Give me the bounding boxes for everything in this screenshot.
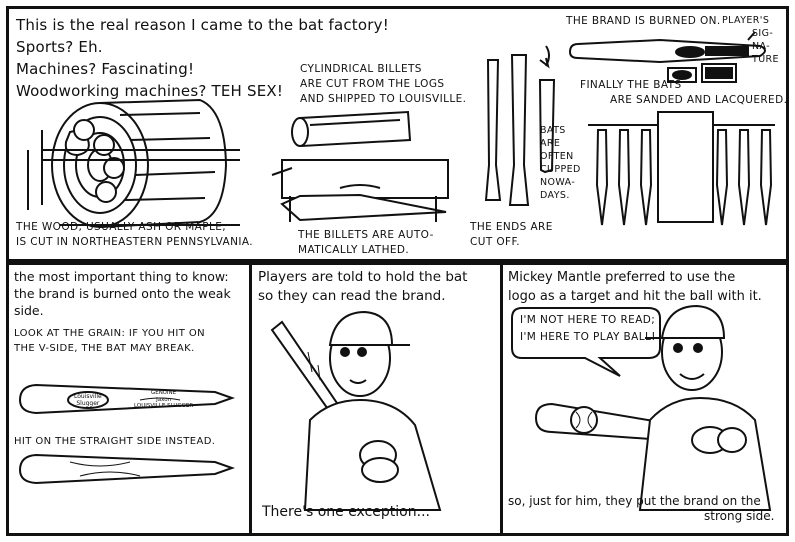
- caption-line: AND SHIPPED TO LOUISVILLE.: [300, 93, 467, 105]
- caption-line: MATICALLY LATHED.: [298, 244, 410, 256]
- caption-line: CYLINDRICAL BILLETS: [300, 63, 422, 75]
- caption-line: ARE CUT FROM THE LOGS: [300, 78, 445, 90]
- speech-line: I'M NOT HERE TO READ;: [520, 314, 656, 326]
- intro-line: logo as a target and hit the ball with i…: [508, 289, 762, 304]
- caption-line: THE V-SIDE, THE BAT MAY BREAK.: [14, 343, 195, 354]
- caption-line: ARE SANDED AND LACQUERED.: [610, 94, 788, 106]
- mantle-text: Mickey Mantle preferred to use the logo …: [508, 268, 762, 306]
- caption-line: THE BILLETS ARE AUTO-: [298, 229, 434, 241]
- intro-line: Mickey Mantle preferred to use the: [508, 270, 736, 285]
- players-told-text: Players are told to hold the bat so they…: [258, 268, 467, 306]
- caption-line: FINALLY THE BATS: [580, 79, 682, 91]
- caption-line: BATS: [540, 125, 566, 136]
- raw-bats-drawing: [484, 45, 556, 206]
- ends-caption: THE ENDS ARE CUT OFF.: [470, 220, 553, 250]
- weak-side-text: the most important thing to know: the br…: [14, 268, 231, 319]
- grain-caption: LOOK AT THE GRAIN: IF YOU HIT ON THE V-S…: [14, 326, 205, 356]
- strong-side-text: so, just for him, they put the brand on …: [508, 494, 774, 524]
- lathe-caption: THE BILLETS ARE AUTO- MATICALLY LATHED.: [298, 228, 434, 258]
- intro-line: so they can read the brand.: [258, 288, 446, 304]
- logo-line: Louisville: [74, 393, 102, 400]
- script-line: Jaxon: [156, 396, 172, 403]
- footer-line: so, just for him, they put the brand on …: [508, 494, 761, 508]
- caption-line: DAYS.: [540, 190, 570, 201]
- intro-line: Woodworking machines? TEH SEX!: [16, 82, 284, 100]
- intro-line: This is the real reason I came to the ba…: [16, 16, 389, 34]
- drying-rack-drawing: [588, 111, 775, 226]
- bat-logo-text: Louisville Slugger: [74, 393, 102, 407]
- lathe-drawing: [271, 159, 449, 222]
- sanded-caption: FINALLY THE BATS ARE SANDED AND LACQUERE…: [580, 78, 787, 108]
- branded-bat-drawing: [568, 31, 766, 64]
- caption-line: THE WOOD, USUALLY ASH OR MAPLE,: [16, 221, 227, 233]
- top-intro-text: This is the real reason I came to the ba…: [16, 14, 389, 102]
- cupped-caption: BATS ARE OFTEN CUPPED NOWA- DAYS.: [540, 124, 581, 202]
- straight-side-caption: HIT ON THE STRAIGHT SIDE INSTEAD.: [14, 436, 216, 447]
- caption-line: SIG-: [752, 28, 774, 39]
- signature-caption: PLAYER'S SIG- NA- TURE: [722, 14, 779, 66]
- speech-bubble-text: I'M NOT HERE TO READ; I'M HERE TO PLAY B…: [520, 312, 656, 346]
- caption-line: NA-: [752, 41, 771, 52]
- caption-line: OFTEN: [540, 151, 574, 162]
- plain-bat-straight: [18, 453, 236, 485]
- speech-line: I'M HERE TO PLAY BALL!: [520, 331, 656, 343]
- branded-bat-weak: [18, 383, 236, 415]
- intro-line: the most important thing to know:: [14, 269, 229, 284]
- script-line: GENUINE: [151, 390, 177, 396]
- intro-line: Sports? Eh.: [16, 38, 103, 56]
- caption-line: CUPPED: [540, 164, 581, 175]
- intro-line: Machines? Fascinating!: [16, 60, 195, 78]
- caption-line: CUT OFF.: [470, 236, 520, 248]
- footer-line: strong side.: [704, 509, 775, 523]
- billet-drawing: [291, 110, 412, 148]
- logo-line: Slugger: [76, 400, 100, 407]
- log-drawing: [27, 98, 240, 228]
- bat-script-text: GENUINE Jaxon LOUISVILLE SLUGGER: [134, 390, 193, 410]
- brand-caption: THE BRAND IS BURNED ON.: [566, 15, 721, 27]
- script-line: LOUISVILLE SLUGGER: [134, 403, 194, 409]
- intro-line: the brand is burned onto the weak: [14, 286, 231, 301]
- brand-stamps: [667, 63, 737, 83]
- caption-line: NOWA-: [540, 177, 576, 188]
- exception-text: There's one exception...: [262, 504, 430, 520]
- caption-line: LOOK AT THE GRAIN: IF YOU HIT ON: [14, 328, 205, 339]
- caption-line: ARE: [540, 138, 561, 149]
- caption-line: THE ENDS ARE: [470, 221, 553, 233]
- intro-line: Players are told to hold the bat: [258, 269, 468, 285]
- caption-line: IS CUT IN NORTHEASTERN PENNSYLVANIA.: [16, 236, 253, 248]
- caption-line: TURE: [752, 54, 779, 65]
- caption-line: PLAYER'S: [722, 15, 770, 26]
- wood-caption: THE WOOD, USUALLY ASH OR MAPLE, IS CUT I…: [16, 220, 253, 250]
- intro-line: side.: [14, 303, 44, 318]
- billets-caption: CYLINDRICAL BILLETS ARE CUT FROM THE LOG…: [300, 62, 466, 107]
